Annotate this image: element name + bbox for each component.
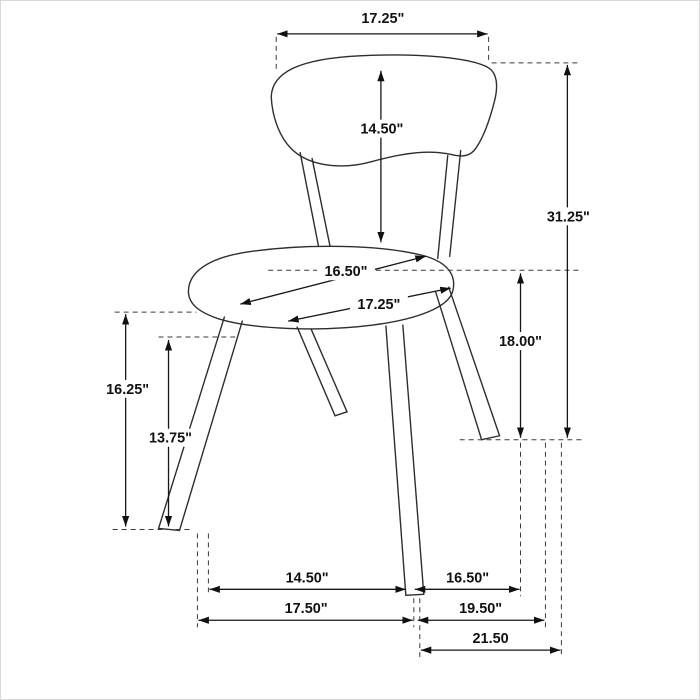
label-side-depth-outer: 21.50 xyxy=(473,631,509,647)
chair-backrest xyxy=(270,54,498,167)
label-seat-height: 18.00" xyxy=(499,334,542,350)
label-side-depth-inner: 16.50" xyxy=(446,570,489,586)
label-backplates xyxy=(98,119,598,447)
label-overall-height: 31.25" xyxy=(547,209,590,225)
chair-legs xyxy=(157,286,501,596)
dimension-lines xyxy=(122,30,571,654)
label-front-width-inner: 14.50" xyxy=(286,570,329,586)
label-leg-height-inner: 13.75" xyxy=(149,431,192,447)
label-seat-width-outer: 17.25" xyxy=(357,297,400,313)
chair-back-supports xyxy=(299,149,462,259)
label-seat-width-inner: 16.50" xyxy=(325,264,368,280)
label-leg-height-outer: 16.25" xyxy=(106,382,149,398)
label-side-depth-mid: 19.50" xyxy=(459,601,502,617)
chair-drawing xyxy=(157,54,501,596)
label-front-width-outer: 17.50" xyxy=(285,601,328,617)
dimension-labels: 17.25" 14.50" 31.25" 16.50" 17.25" 18.00… xyxy=(106,11,590,647)
label-back-width: 17.25" xyxy=(361,11,404,27)
label-back-height: 14.50" xyxy=(360,122,403,138)
